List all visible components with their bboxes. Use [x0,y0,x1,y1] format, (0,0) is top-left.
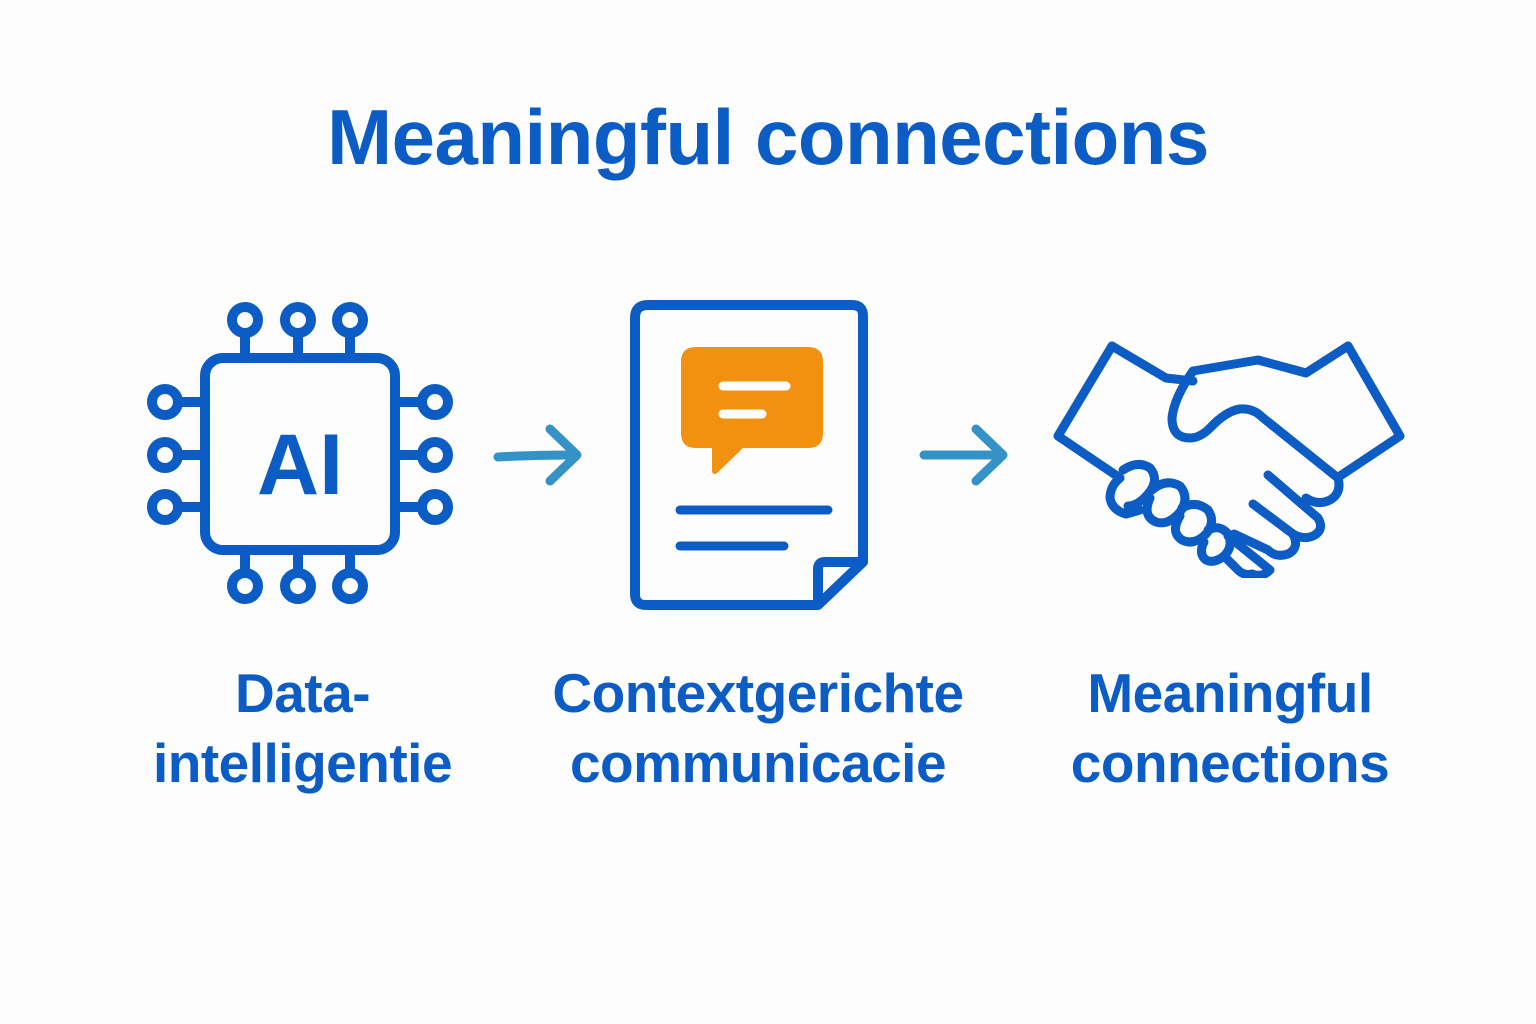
arrow-right-icon [918,422,1010,486]
step-label-contextgerichte-communicacie: Contextgerichte communicacie [508,658,1008,798]
ai-chip-text: AI [257,417,343,513]
step-label-meaningful-connections: Meaningful connections [1030,658,1430,798]
step-label-line: Contextgerichte [552,662,964,724]
step-label-line: communicacie [569,732,947,794]
step-label-data-intelligentie: Data- intelligentie [100,658,505,798]
page-title: Meaningful connections [327,93,1209,181]
document-chat-icon [630,300,870,610]
step-label-line: connections [1070,732,1390,794]
ai-chip-icon: AI [145,300,455,605]
step-label-line: Data- [234,662,371,724]
arrow-right-icon [492,422,584,486]
step-label-line: Meaningful [1087,662,1373,724]
handshake-icon [1048,338,1410,578]
step-label-line: intelligentie [152,732,453,794]
